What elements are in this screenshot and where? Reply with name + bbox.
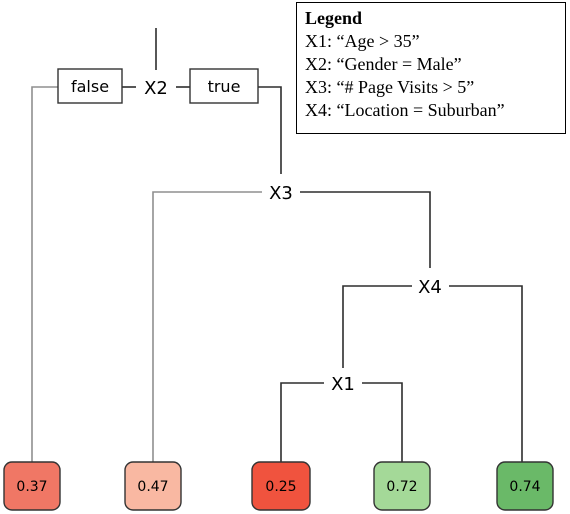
edge-x2-true <box>258 86 282 174</box>
legend-key: X3 <box>305 77 327 97</box>
leaf-box <box>251 461 311 511</box>
leaf-value: 0.72 <box>386 479 417 495</box>
leaf-box <box>3 461 61 511</box>
edge-x3-left <box>152 191 262 462</box>
legend-title: Legend <box>305 8 363 28</box>
true-branch-label: true <box>208 77 241 96</box>
leaf-value: 0.37 <box>16 479 47 495</box>
edge-x4-left <box>342 285 412 368</box>
false-branch-label: false <box>71 77 109 96</box>
edge-x1-right <box>362 382 403 462</box>
legend-key: X1 <box>305 31 327 51</box>
legend-text: “Gender = Male” <box>336 54 462 74</box>
leaf-box <box>124 461 182 511</box>
leaf-2: 0.47 <box>124 461 182 511</box>
node-x1: X1 <box>331 374 355 395</box>
leaf-box <box>496 461 554 511</box>
legend-key: X4 <box>305 100 327 120</box>
edge-x2-false <box>31 86 58 462</box>
leaf-1: 0.37 <box>3 461 61 511</box>
legend-row-x4: X4: “Location = Suburban” <box>305 100 505 120</box>
true-branch-box <box>189 68 259 104</box>
legend-row-x2: X2: “Gender = Male” <box>305 54 462 74</box>
node-x3: X3 <box>269 183 293 204</box>
legend-row-x1: X1: “Age > 35” <box>305 31 420 51</box>
legend-row-x3: X3: “# Page Visits > 5” <box>305 77 475 97</box>
edge-x3-right <box>300 191 431 268</box>
edge-x1-left <box>280 382 324 462</box>
legend-text: “# Page Visits > 5” <box>336 77 475 97</box>
legend-text: “Location = Suburban” <box>336 100 505 120</box>
leaf-box <box>373 461 431 511</box>
leaf-3: 0.25 <box>251 461 311 511</box>
node-x2: X2 <box>144 78 168 99</box>
legend-box: Legend X1: “Age > 35” X2: “Gender = Male… <box>296 2 566 134</box>
legend-text: “Age > 35” <box>336 31 420 51</box>
legend-key: X2 <box>305 54 327 74</box>
leaf-4: 0.72 <box>373 461 431 511</box>
leaf-5: 0.74 <box>496 461 554 511</box>
leaf-value: 0.25 <box>265 479 296 495</box>
edge-x4-right <box>449 285 523 462</box>
leaf-value: 0.74 <box>509 479 540 495</box>
leaf-value: 0.47 <box>137 479 168 495</box>
node-x4: X4 <box>418 277 442 298</box>
false-branch-box <box>57 68 123 104</box>
